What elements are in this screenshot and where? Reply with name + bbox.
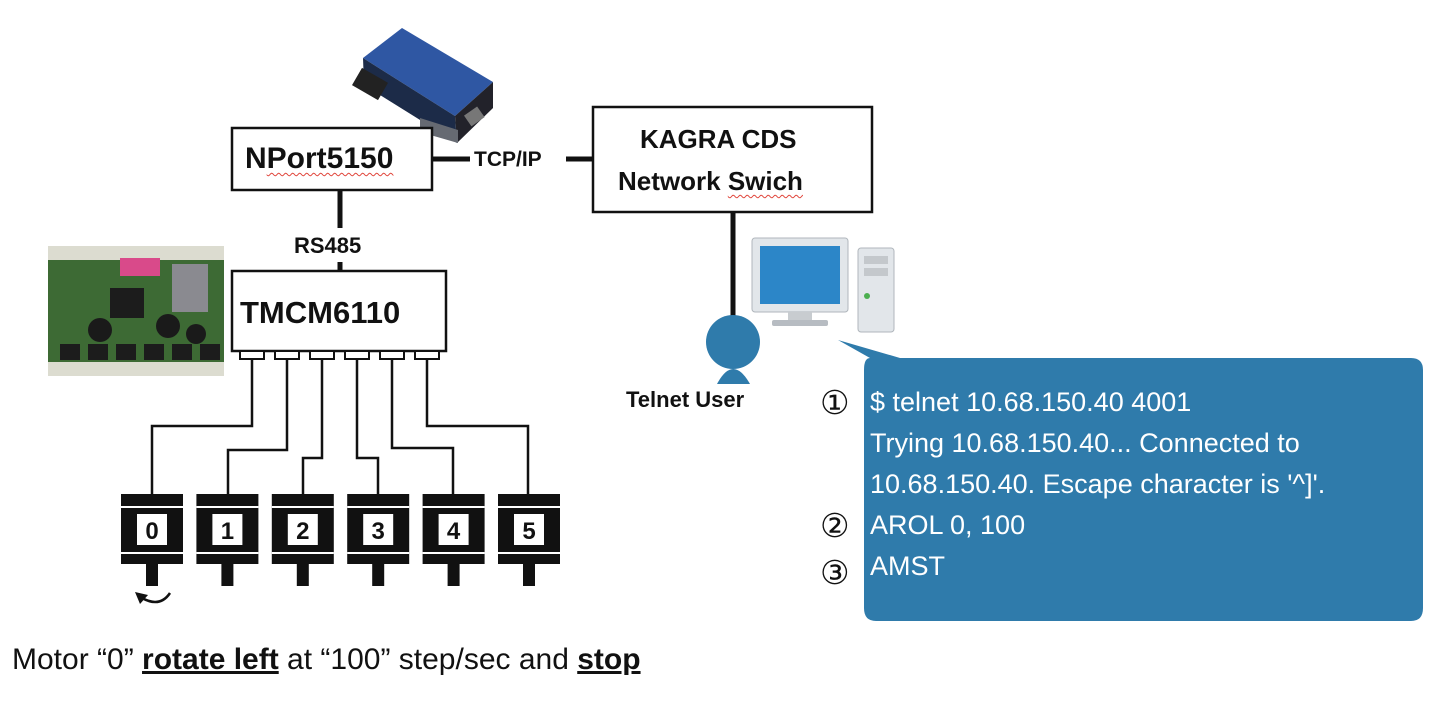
motor-number-label: 5 xyxy=(522,518,535,545)
motor-label-plate xyxy=(363,514,394,545)
wire-motor-3 xyxy=(355,359,380,494)
motor-label-plate xyxy=(212,514,243,545)
nport-device-image xyxy=(352,28,493,143)
step-1-marker: ① xyxy=(820,384,850,421)
motor-5: 5 xyxy=(498,494,560,586)
kagra-label-line2: Network Swich xyxy=(618,166,803,196)
motor-number-label: 1 xyxy=(221,518,234,545)
wire-motor-5 xyxy=(425,359,530,494)
telnet-output-line-1: Trying 10.68.150.40... Connected to xyxy=(870,428,1300,458)
caption-stop: stop xyxy=(577,643,641,676)
telnet-user-label: Telnet User xyxy=(626,387,745,412)
wire-motor-0 xyxy=(150,359,254,494)
motor-shaft xyxy=(523,564,535,586)
motor-shaft xyxy=(372,564,385,586)
nport-label: NPort5150 xyxy=(245,142,394,175)
amst-command-line: AMST xyxy=(870,551,946,581)
nport-box xyxy=(230,126,434,192)
computer-icon xyxy=(751,237,895,333)
motor-shaft xyxy=(221,564,234,586)
motor-number-label: 2 xyxy=(296,518,309,545)
diagram-caption: Motor “0” rotate left at “100” step/sec … xyxy=(12,643,641,676)
motor-shaft xyxy=(296,564,309,586)
wire-motor-2 xyxy=(301,359,324,494)
motor-label-plate xyxy=(514,514,544,545)
rs485-label: RS485 xyxy=(294,233,362,258)
motor-number-label: 3 xyxy=(372,518,385,545)
wire-motor-4 xyxy=(390,359,455,494)
telnet-command-line: $ telnet 10.68.150.40 4001 xyxy=(870,387,1192,417)
motor-number-label: 0 xyxy=(145,518,158,545)
motor-4: 4 xyxy=(422,494,485,586)
motor-label-plate xyxy=(438,514,469,545)
motor-1: 1 xyxy=(196,494,259,586)
tmcm-label: TMCM6110 xyxy=(240,295,401,330)
telnet-user-person-icon xyxy=(706,315,760,384)
wire-motor-1 xyxy=(226,359,289,494)
motor-0: 0 xyxy=(121,494,183,586)
motor-shaft xyxy=(447,564,460,586)
step-2-marker: ② xyxy=(820,507,850,544)
tcpip-label: TCP/IP xyxy=(474,148,542,171)
step-3-marker: ③ xyxy=(820,554,850,591)
motor-wires xyxy=(150,359,530,494)
arol-command-line: AROL 0, 100 xyxy=(870,510,1026,540)
kagra-label-line1: KAGRA CDS xyxy=(640,124,797,154)
telnet-output-line-2: 10.68.150.40. Escape character is '^]'. xyxy=(870,469,1326,499)
motor-2: 2 xyxy=(271,494,334,586)
kagra-switch-box xyxy=(591,105,874,214)
tmcm-board-image xyxy=(48,246,224,376)
motors: 0 1 2 3 4 5 xyxy=(121,494,560,586)
tmcm-box xyxy=(230,269,448,353)
rotate-left-arrow-icon xyxy=(135,592,172,604)
motor-label-plate xyxy=(137,514,167,545)
motor-3: 3 xyxy=(347,494,410,586)
motor-number-label: 4 xyxy=(447,518,461,545)
motor-shaft xyxy=(146,564,158,586)
motor-label-plate xyxy=(287,514,318,545)
caption-rotate-left: rotate left xyxy=(142,643,279,676)
telnet-command-bubble xyxy=(838,340,1423,621)
